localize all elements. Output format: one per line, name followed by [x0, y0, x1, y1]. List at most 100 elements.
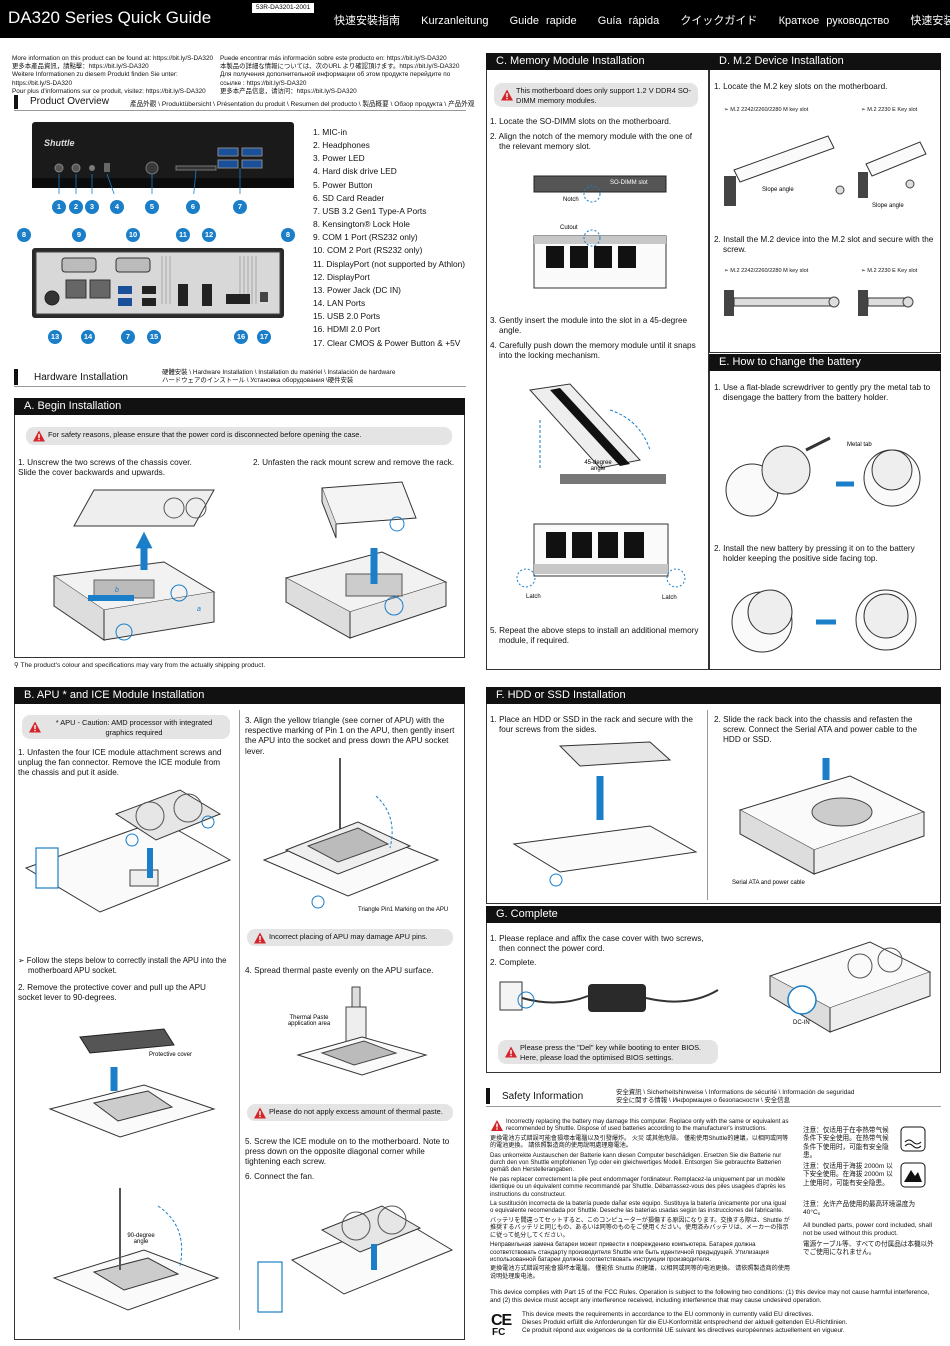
hdd-chassis-illustration — [738, 758, 926, 875]
warning-text: Please do not apply excess amount of the… — [269, 1107, 443, 1116]
safety-paragraph: Неправильная замена батареи может привес… — [490, 1241, 769, 1263]
callout-back-16: 16 — [234, 330, 248, 344]
tip-icon: ⚲ — [14, 662, 21, 669]
section-c-step2: 2. Align the notch of the memory module … — [490, 132, 693, 152]
overview-underline — [14, 110, 466, 111]
section-g-box — [486, 923, 941, 1073]
safety-accessory-jp: 電源ケーブル等、すべての付属品は本機以外でご使用になれません。 — [803, 1241, 934, 1257]
memory-latch-illustration — [516, 523, 686, 588]
brand-logo: Shuttle — [44, 138, 75, 148]
overview-item: 15. USB 2.0 Ports — [313, 311, 381, 322]
callout-back-8: 8 — [17, 228, 31, 242]
section-e-step1: 1. Use a flat-blade screwdriver to gentl… — [714, 383, 931, 403]
safety-accessory: All bundled parts, power cord included, … — [803, 1222, 933, 1238]
section-b-step5: 5. Screw the ICE module on to the mother… — [245, 1137, 450, 1167]
battery-install-illustration — [731, 589, 917, 653]
safety-paragraph: Das unkorrekte Austauschen der Batterie … — [490, 1151, 782, 1174]
callout-front-5: 5 — [145, 200, 159, 214]
info-line: More information on this product can be … — [12, 55, 214, 62]
overview-item: 4. Hard disk drive LED — [313, 166, 397, 177]
header-languages: 快速安裝指南 Kurzanleitung Guide rapide Guía r… — [334, 15, 950, 27]
section-b-caution: * APU - Caution: AMD processor with inte… — [22, 715, 230, 739]
label-angle90: 90-degree angle — [127, 1233, 155, 1245]
section-e-header: E. How to change the battery — [709, 354, 941, 371]
label-notch: Notch — [563, 197, 579, 203]
label-protective: Protective cover — [149, 1052, 193, 1058]
section-a-step1: 1. Unscrew the two screws of the chassis… — [18, 458, 192, 478]
section-f-header: F. HDD or SSD Installation — [486, 687, 941, 704]
label-metal-tab: Metal tab — [847, 442, 872, 448]
overview-marker — [14, 95, 18, 109]
section-b-header: B. APU * and ICE Module Installation — [14, 687, 465, 704]
section-b-divider — [239, 710, 240, 1330]
fan-connect-illustration — [257, 1205, 454, 1313]
overview-title: Product Overview — [30, 96, 109, 107]
safety-underline — [486, 1106, 941, 1107]
thermal-paste-illustration — [296, 986, 428, 1076]
section-c-warning: This motherboard does only support 1.2 V… — [494, 83, 698, 107]
overview-item: 1. MIC-in — [313, 127, 347, 137]
hardware-subtitle-2: ハードウェアのインストール \ Установка оборудования \… — [162, 377, 354, 384]
eu-line: This device meets the requirements in ac… — [522, 1311, 814, 1318]
safety-eu: This device meets the requirements in ac… — [522, 1311, 934, 1335]
section-g-step1: 1. Please replace and affix the case cov… — [490, 934, 704, 954]
safety-subtitle-2: 安全に関する情報 \ Информация о безопасности \ 安… — [616, 1097, 790, 1104]
safety-paragraph: 更換電池方式錯誤可能會損壞本電腦以及引發爆炸。 火災 或其他危險。 僅能使用Sh… — [490, 1134, 789, 1150]
label-slope-2: Slope angle — [872, 203, 904, 209]
overview-item: 8. Kensington® Lock Hole — [313, 219, 410, 230]
section-a-warning: For safety reasons, please ensure that t… — [26, 427, 452, 445]
section-b-step4: 4. Spread thermal paste evenly on the AP… — [245, 966, 434, 975]
section-d-header: D. M.2 Device Installation — [709, 53, 941, 70]
info-left: More information on this product can be … — [12, 55, 217, 96]
section-a-note-text: The product's colour and specifications … — [20, 662, 266, 669]
callout-back-11: 11 — [176, 228, 190, 242]
info-line: Для получения дополнительной информации … — [220, 71, 451, 87]
label-cutout: Cutout — [560, 225, 578, 231]
info-line: 更多本產品資訊，請點擊：https://bit.ly/S-DA320 — [12, 63, 149, 71]
warning-icon — [501, 89, 513, 101]
label-slope-1: Slope angle — [762, 187, 794, 193]
section-c-box — [486, 70, 709, 670]
sodimm-slot-illustration — [533, 175, 667, 289]
section-a-box — [14, 415, 465, 658]
safety-fcc: This device complies with Part 15 of the… — [490, 1289, 930, 1304]
callout-back-12: 12 — [202, 228, 216, 242]
hardware-subtitle-1: 硬體安裝 \ Hardware Installation \ Installat… — [162, 369, 396, 376]
callout-back-15: 15 — [147, 330, 161, 344]
overview-item: 12. DisplayPort — [313, 271, 370, 282]
label-sata: Serial ATA and power cable — [732, 880, 805, 886]
section-d-step1: 1. Locate the M.2 key slots on the mothe… — [714, 82, 888, 91]
caution-text: * APU - Caution: AMD processor with inte… — [55, 718, 213, 737]
fcc-mark: FC — [492, 1327, 506, 1338]
socket-cover-illustration — [48, 1028, 216, 1138]
safety-paragraphs: Incorrectly replacing the battery may da… — [490, 1118, 790, 1280]
section-g-header: G. Complete — [486, 906, 941, 923]
warning-icon — [29, 721, 41, 733]
label-e-slot-1: ➢ M.2 2230 E Key slot — [861, 107, 918, 113]
callout-back-7: 7 — [121, 330, 135, 344]
section-c-step5: 5. Repeat the above steps to install an … — [490, 626, 699, 646]
overview-item: 3. Power LED — [313, 153, 365, 164]
safety-cn-3: 注意：允许产品使用的最高环境温度为 40°C。 — [803, 1201, 916, 1217]
overview-item: 6. SD Card Reader — [313, 192, 385, 203]
section-d-box — [709, 70, 941, 353]
warning-text: This motherboard does only support 1.2 V… — [516, 86, 691, 105]
callout-front-3: 3 — [85, 200, 99, 214]
section-b-step2: 2. Remove the protective cover and pull … — [18, 983, 206, 1003]
callout-back-9: 9 — [72, 228, 86, 242]
eu-line: Ce produit répond aux exigences de la co… — [522, 1326, 845, 1334]
section-b-step3: 3. Align the yellow triangle (see corner… — [245, 716, 455, 756]
overview-item: 14. LAN Ports — [313, 298, 366, 309]
warning-icon — [254, 1107, 266, 1118]
callout-front-2: 2 — [69, 200, 83, 214]
section-a-note: ⚲ The product's colour and specification… — [14, 661, 265, 669]
header-doc-code: 53R-DA3201-2001 — [252, 3, 315, 13]
label-b: b — [115, 587, 119, 594]
label-angle45: 45-degree angle — [584, 460, 612, 472]
hdd-rack-illustration — [512, 741, 698, 887]
battery-remove-illustration — [725, 436, 921, 517]
rack-removal-illustration — [284, 481, 448, 639]
safety-subtitle-1: 安全資訊 \ Sicherheitshinweise \ Information… — [616, 1089, 855, 1096]
label-m-slot-2: ➢ M.2 2242/2260/2280 M key slot — [724, 268, 809, 274]
hardware-underline — [14, 386, 466, 387]
